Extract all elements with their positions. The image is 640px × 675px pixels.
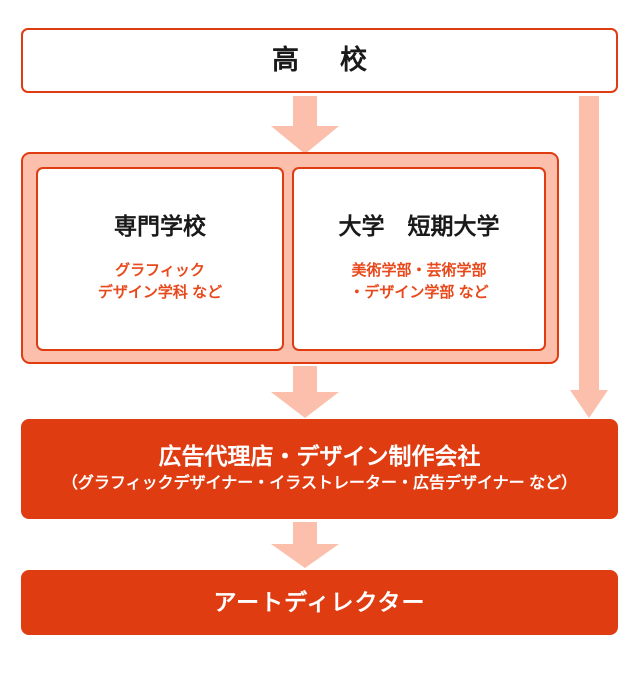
node-art-director-label: アートディレクター [213, 589, 426, 615]
node-advertising-agency: 広告代理店・デザイン制作会社 （グラフィックデザイナー・イラストレーター・広告デ… [21, 419, 618, 519]
node-advertising-agency-subtitle: （グラフィックデザイナー・イラストレーター・広告デザイナー など） [61, 475, 578, 493]
node-high-school-label: 高 校 [272, 45, 374, 75]
node-art-director: アートディレクター [21, 570, 618, 635]
group-post-secondary-schools: 専門学校 グラフィック デザイン学科 など 大学 短期大学 美術学部・芸術学部 … [21, 152, 559, 364]
arrow-high-school-to-agency-bypass-icon [570, 96, 608, 418]
node-high-school: 高 校 [21, 28, 618, 93]
node-advertising-agency-title: 広告代理店・デザイン制作会社 [158, 443, 481, 470]
arrow-schools-to-agency-icon [271, 366, 339, 418]
node-university-title: 大学 短期大学 [338, 212, 500, 239]
arrow-top-to-schools-icon [271, 96, 339, 154]
node-university: 大学 短期大学 美術学部・芸術学部 ・デザイン学部 など [292, 167, 546, 351]
node-vocational-school: 専門学校 グラフィック デザイン学科 など [36, 167, 284, 351]
node-vocational-school-title: 専門学校 [114, 212, 206, 239]
node-university-subtitle: 美術学部・芸術学部 ・デザイン学部 など [349, 261, 489, 301]
arrow-agency-to-director-icon [271, 522, 339, 568]
node-vocational-school-subtitle: グラフィック デザイン学科 など [97, 261, 223, 301]
